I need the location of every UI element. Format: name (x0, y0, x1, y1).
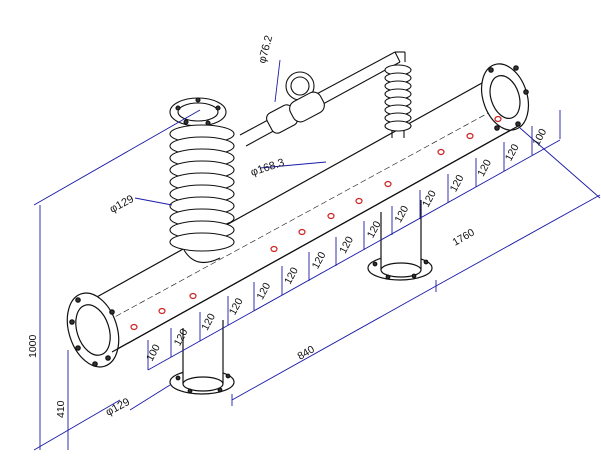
spacing-dimension-6: 120 (310, 250, 329, 271)
left-flange (66, 292, 120, 368)
spacing-dimension-4: 120 (254, 281, 273, 302)
spacing-dimension-14: 100 (530, 127, 549, 148)
left-support-leg (169, 320, 235, 395)
right-flange (480, 63, 530, 131)
spacing-dimension-3: 120 (227, 296, 246, 317)
spacing-dimension-13: 120 (503, 142, 522, 163)
right-support-leg (367, 200, 433, 281)
spacing-dimension-5: 120 (282, 265, 301, 286)
top-branch-pipe (239, 51, 406, 147)
label-d76: φ76.2 (256, 34, 275, 65)
left-bellows-column (169, 97, 235, 264)
spacing-dimension-7: 120 (337, 234, 356, 255)
dim-lower-height: 410 (55, 400, 67, 418)
spacing-dimension-11: 120 (448, 173, 467, 194)
label-d129-top: φ129 (108, 193, 136, 216)
dim-overall-height: 1000 (27, 334, 39, 358)
dim-span-840: 840 (296, 343, 317, 362)
spacing-dimension-0: 100 (144, 342, 163, 363)
port-markers (130, 115, 502, 331)
right-bellows-column (384, 64, 412, 138)
dimension-lines (33, 59, 601, 451)
label-d168: φ168.3 (249, 157, 286, 179)
spacing-dimension-12: 120 (475, 157, 494, 178)
label-d129-bottom: φ129 (104, 396, 132, 419)
spacing-dimension-10: 120 (420, 188, 439, 209)
spacing-dimension-2: 120 (199, 311, 218, 332)
dim-span-1760: 1760 (451, 226, 477, 248)
